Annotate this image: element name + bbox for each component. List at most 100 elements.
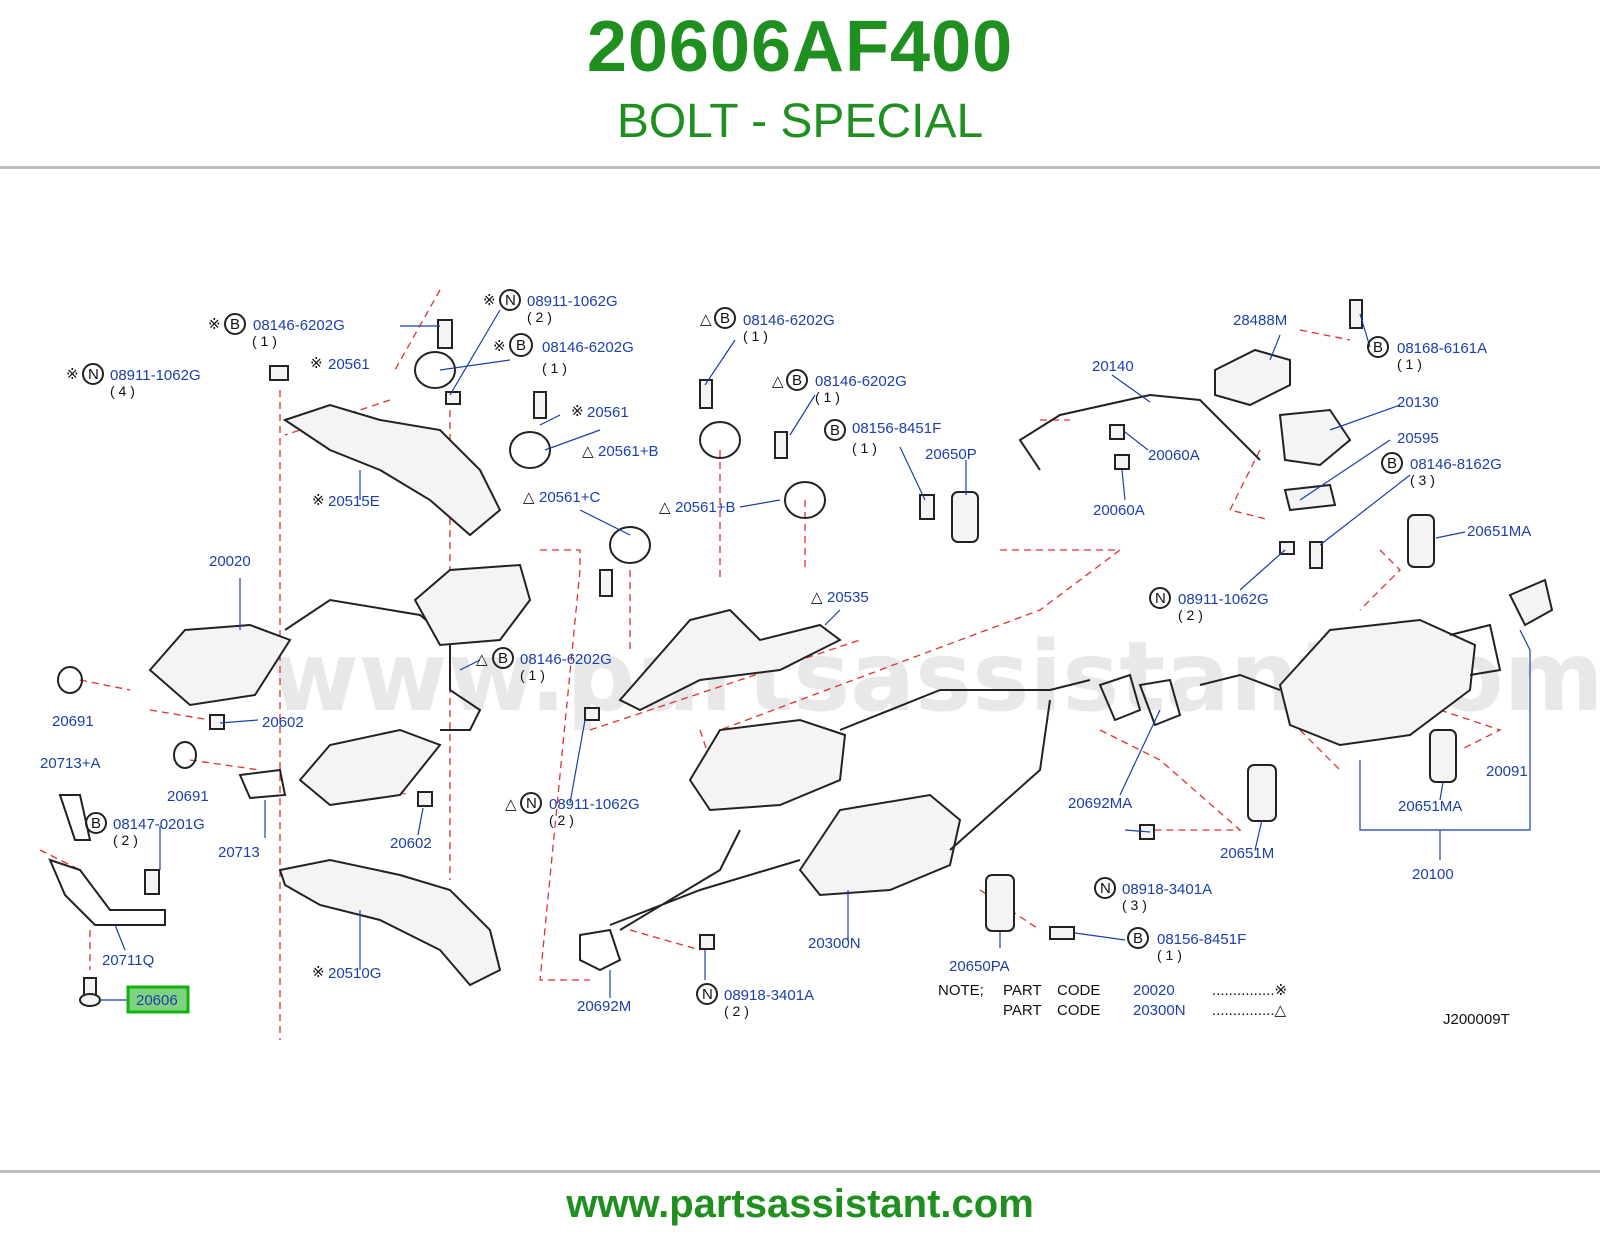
marker-n-icon — [499, 289, 521, 311]
part-label: 20140 — [1092, 358, 1134, 375]
nut-icon — [209, 714, 225, 730]
marker-b-icon — [224, 313, 246, 335]
heat-shield-center — [618, 608, 842, 712]
marker-n-letter: N — [1155, 590, 1166, 607]
tail-pipe — [1449, 623, 1502, 676]
quantity-label: ( 2 ) — [113, 832, 138, 848]
triangle-marker: △ — [772, 373, 784, 390]
bracket-20713A — [58, 794, 92, 841]
exhaust-parts-diagram: www.partsassistant.com — [39, 289, 1600, 1040]
bolt-icon — [533, 391, 547, 419]
bracket-20713 — [238, 768, 287, 800]
part-label: 20130 — [1397, 394, 1439, 411]
quantity-label: ( 1 ) — [815, 389, 840, 405]
controller-28488M — [1214, 348, 1291, 407]
marker-b-letter: B — [720, 310, 730, 327]
diagram-code: J200009T — [1443, 1011, 1510, 1028]
marker-n-letter: N — [1100, 880, 1111, 897]
center-pipe — [609, 679, 1091, 931]
nut-icon — [699, 934, 715, 950]
part-label: 08146-6202G — [520, 651, 612, 668]
marker-n-icon — [82, 363, 104, 385]
heat-shield-lower — [278, 858, 502, 987]
note-row-2-symbol: ...............△ — [1212, 1002, 1287, 1019]
marker-n-letter: N — [526, 795, 537, 812]
part-label: 20650P — [925, 446, 977, 463]
marker-b-letter: B — [230, 316, 240, 333]
footer-website-link[interactable]: www.partsassistant.com — [566, 1182, 1034, 1226]
triangle-marker: △ — [582, 443, 594, 460]
marker-b-letter: B — [91, 815, 101, 832]
quantity-label: ( 2 ) — [527, 309, 552, 325]
part-label: 20713+A — [40, 755, 100, 772]
part-label: 20561 — [587, 404, 629, 421]
part-number-title: 20606AF400 — [586, 7, 1014, 87]
part-label: 08146-6202G — [743, 312, 835, 329]
header-divider — [0, 166, 1600, 169]
part-label: 20515E — [328, 493, 380, 510]
asterisk-marker: ※ — [208, 316, 221, 333]
muffler-inlet-pipe — [1199, 673, 1281, 691]
marker-n-icon — [1094, 877, 1116, 899]
note-row-1-col2: CODE — [1057, 982, 1100, 999]
asterisk-marker: ※ — [310, 355, 323, 372]
asterisk-marker: ※ — [312, 964, 325, 981]
flange-20692MA — [1098, 673, 1142, 722]
bolt-icon — [599, 569, 613, 597]
quantity-label: ( 4 ) — [110, 383, 135, 399]
triangle-marker: △ — [476, 651, 488, 668]
tail-finisher-20091 — [1508, 578, 1554, 627]
marker-n-letter: N — [702, 986, 713, 1003]
clamp-icon — [509, 431, 551, 469]
part-label: 20602 — [262, 714, 304, 731]
front-pipe — [284, 598, 482, 731]
marker-b-icon — [1381, 452, 1403, 474]
quantity-label: ( 3 ) — [1122, 897, 1147, 913]
nut-icon — [269, 365, 289, 381]
part-label: 20561+C — [539, 489, 600, 506]
marker-b-letter: B — [1387, 455, 1397, 472]
part-label: 08146-6202G — [542, 339, 634, 356]
part-label: 08911-1062G — [1178, 591, 1269, 608]
marker-b-icon — [509, 333, 533, 357]
triangle-marker: △ — [505, 796, 517, 813]
part-label: 08156-8451F — [1157, 931, 1246, 948]
note-row-1-col1: PART — [1003, 982, 1042, 999]
nut-icon — [584, 707, 600, 721]
bolt-20606-head-icon — [79, 993, 101, 1007]
note-title: NOTE; — [938, 982, 984, 999]
part-label: 20510G — [328, 965, 381, 982]
main-muffler — [1278, 618, 1477, 747]
part-label: 20060A — [1148, 447, 1200, 464]
footer-divider — [0, 1170, 1600, 1173]
marker-b-letter: B — [498, 650, 508, 667]
part-label: 08911-1062G — [549, 796, 640, 813]
quantity-label: ( 1 ) — [542, 360, 567, 376]
triangle-marker: △ — [700, 311, 712, 328]
part-label: 20595 — [1397, 430, 1439, 447]
marker-b-letter: B — [830, 422, 840, 439]
part-label: 20713 — [218, 844, 260, 861]
rubber-mount-20650PA — [985, 874, 1015, 932]
marker-n-letter: N — [88, 366, 99, 383]
marker-b-icon — [1367, 336, 1389, 358]
part-label: 08146-6202G — [253, 317, 345, 334]
part-label: 20711Q — [102, 952, 154, 969]
clamp-icon — [784, 481, 826, 519]
part-label: 20020 — [209, 553, 251, 570]
quantity-label: ( 2 ) — [1178, 607, 1203, 623]
bolt-icon — [1309, 541, 1323, 569]
marker-b-letter: B — [792, 372, 802, 389]
marker-n-icon — [1149, 587, 1171, 609]
marker-b-letter: B — [516, 337, 526, 354]
asterisk-marker: ※ — [66, 366, 79, 383]
part-label: 20691 — [52, 713, 94, 730]
note-block: NOTE; PART CODE 20020 ...............※ P… — [938, 982, 1510, 1028]
part-drawings — [48, 299, 1554, 1007]
rubber-mount-20650P — [951, 491, 979, 543]
quantity-label: ( 2 ) — [549, 812, 574, 828]
flange-20692MA-2 — [1138, 678, 1182, 727]
bolt-icon — [144, 869, 160, 895]
leader-lines — [100, 309, 1531, 1001]
part-label: 20691 — [167, 788, 209, 805]
